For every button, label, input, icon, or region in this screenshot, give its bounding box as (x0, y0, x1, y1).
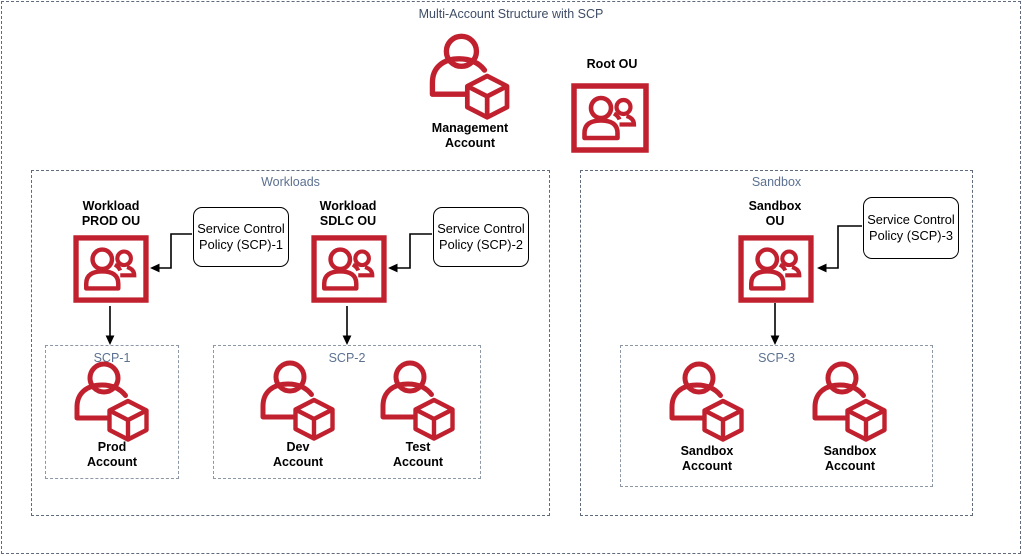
workload-sdlc-ou-organizational-unit-icon (311, 235, 387, 303)
root-ou-organizational-unit-icon (571, 83, 649, 153)
root-ou-label: Root OU (586, 57, 638, 71)
workloads-container: Workloads Workload PROD OU Service Contr… (31, 170, 550, 516)
sandbox-ou-label: Sandbox OU (748, 199, 802, 228)
scp3-group-label: SCP-3 (758, 351, 795, 365)
scp2-group-label: SCP-2 (328, 351, 366, 365)
scp3-group-box: SCP-3 Sandbox Account Sandbox Account (620, 345, 933, 487)
scp3-policy-box: Service Control Policy (SCP)-3 (863, 197, 959, 259)
dev-account-label: Dev Account (273, 440, 323, 469)
workload-sdlc-ou-label: Workload SDLC OU (319, 199, 377, 228)
prod-account-label: Prod Account (87, 440, 137, 469)
diagram-title: Multi-Account Structure with SCP (418, 7, 604, 21)
sandbox-account-1-label: Sandbox Account (680, 444, 734, 473)
management-account-user-with-cube-icon (429, 32, 511, 120)
management-account-label: Management Account (431, 121, 509, 150)
scp1-group-box: SCP-1 Prod Account (45, 345, 179, 479)
sandbox-account-1-user-with-cube-icon (669, 360, 745, 442)
workload-prod-ou-label: Workload PROD OU (81, 199, 141, 228)
sandbox-container: Sandbox Sandbox OU Service Control Polic… (580, 170, 973, 516)
prod-account-user-with-cube-icon (74, 360, 150, 442)
workload-prod-ou-organizational-unit-icon (73, 235, 149, 303)
sandbox-account-2-user-with-cube-icon (812, 360, 888, 442)
sandbox-ou-organizational-unit-icon (738, 235, 814, 303)
workloads-container-label: Workloads (261, 175, 320, 189)
sandbox-account-2-label: Sandbox Account (823, 444, 877, 473)
test-account-user-with-cube-icon (380, 359, 456, 441)
test-account-label: Test Account (393, 440, 443, 469)
scp1-policy-box: Service Control Policy (SCP)-1 (193, 207, 289, 267)
sandbox-container-label: Sandbox (751, 175, 802, 189)
scp1-group-label: SCP-1 (93, 351, 131, 365)
scp2-group-box: SCP-2 Dev Account Test Account (213, 345, 481, 479)
scp2-policy-box: Service Control Policy (SCP)-2 (433, 207, 529, 267)
dev-account-user-with-cube-icon (260, 359, 336, 441)
